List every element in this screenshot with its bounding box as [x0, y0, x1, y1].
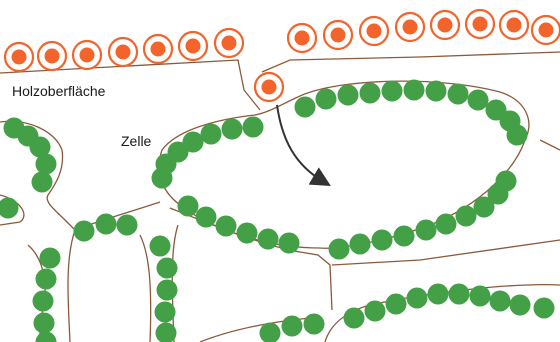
green-dot-icon [506, 124, 528, 146]
green-dot-icon [242, 116, 264, 138]
green-dot-icon [489, 290, 511, 312]
green-dot-icon [315, 88, 337, 110]
green-dot-icon [0, 197, 19, 219]
green-dot-icon [156, 279, 178, 301]
cell-wall-9 [139, 234, 152, 342]
green-dot-icon [278, 232, 300, 254]
green-dot-icon [281, 315, 303, 337]
green-dot-icon [156, 257, 178, 279]
orange-dot-in-ring-icon [322, 19, 354, 51]
green-dot-icon [403, 79, 425, 101]
green-dot-icon [221, 118, 243, 140]
orange-dot-in-ring-icon [394, 11, 426, 43]
orange-dot-in-ring-icon [429, 9, 461, 41]
green-dot-icon [257, 228, 279, 250]
movement-arrow [276, 104, 331, 187]
green-dot-icon [29, 136, 51, 158]
green-dot-icon [200, 123, 222, 145]
green-dot-icon [495, 170, 517, 192]
green-dot-icon [467, 89, 489, 111]
green-dot-icon [177, 195, 199, 217]
surface-organisms [3, 8, 560, 103]
green-dot-icon [303, 313, 325, 335]
orange-dot-in-ring-icon [213, 27, 245, 59]
green-dot-icon [427, 283, 449, 305]
green-dot-icon [182, 131, 204, 153]
green-dot-icon [31, 171, 53, 193]
green-dot-icon [33, 312, 55, 334]
green-dot-icon [393, 225, 415, 247]
green-dot-icon [343, 307, 365, 329]
green-dot-icon [448, 283, 470, 305]
cell-wall-13 [539, 139, 560, 151]
green-dot-icon [149, 235, 171, 257]
orange-dot-in-ring-icon [498, 9, 530, 41]
orange-dot-in-ring-icon [253, 71, 285, 103]
cell-organisms [0, 79, 555, 342]
green-dot-icon [425, 80, 447, 102]
orange-dot-in-ring-icon [142, 33, 174, 65]
green-dot-icon [359, 82, 381, 104]
green-dot-icon [473, 196, 495, 218]
green-dot-icon [415, 219, 437, 241]
orange-dot-in-ring-icon [71, 39, 103, 71]
green-dot-icon [469, 285, 491, 307]
green-dot-icon [435, 213, 457, 235]
green-dot-icon [349, 233, 371, 255]
green-dot-icon [73, 220, 95, 242]
green-dot-icon [337, 84, 359, 106]
green-dot-icon [364, 300, 386, 322]
green-dot-icon [371, 229, 393, 251]
orange-dot-in-ring-icon [464, 8, 496, 40]
orange-dot-in-ring-icon [530, 14, 560, 46]
green-dot-icon [533, 297, 555, 319]
orange-dot-in-ring-icon [107, 36, 139, 68]
green-dot-icon [294, 96, 316, 118]
green-dot-icon [155, 322, 177, 342]
green-dot-icon [35, 331, 57, 342]
cell-label: Zelle [121, 133, 152, 149]
green-dot-icon [509, 294, 531, 316]
orange-dot-in-ring-icon [358, 15, 390, 47]
orange-dot-in-ring-icon [177, 30, 209, 62]
cell-wall-8 [67, 229, 76, 342]
green-dot-icon [35, 268, 57, 290]
green-dot-icon [259, 322, 281, 342]
green-dot-icon [381, 80, 403, 102]
green-dot-icon [39, 247, 61, 269]
green-dot-icon [35, 153, 57, 175]
green-dot-icon [95, 213, 117, 235]
cell-wall-11 [331, 239, 560, 266]
green-dot-icon [151, 167, 173, 189]
cell-wall-2 [261, 51, 560, 73]
green-dot-icon [116, 214, 138, 236]
cell-wall-5 [0, 194, 25, 226]
green-dot-icon [328, 238, 350, 260]
orange-dot-in-ring-icon [286, 22, 318, 54]
surface-label: Holzoberfläche [12, 83, 106, 99]
green-dot-icon [32, 290, 54, 312]
green-dot-icon [236, 222, 258, 244]
green-dot-icon [215, 215, 237, 237]
green-dot-icon [385, 293, 407, 315]
green-dot-icon [455, 205, 477, 227]
green-dot-icon [195, 206, 217, 228]
green-dot-icon [406, 287, 428, 309]
green-dot-icon [447, 83, 469, 105]
orange-dot-in-ring-icon [3, 41, 35, 73]
orange-dot-in-ring-icon [36, 40, 68, 72]
green-dot-icon [154, 301, 176, 323]
